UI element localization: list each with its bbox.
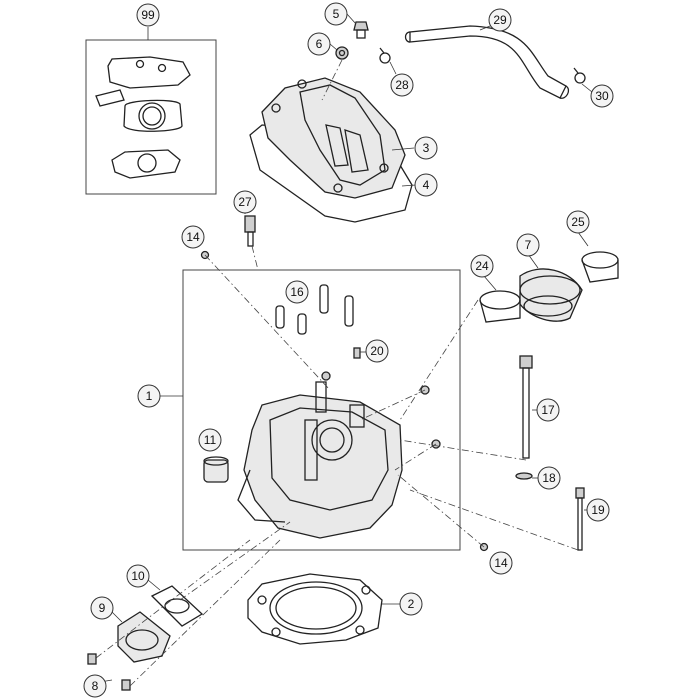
callout-20: 20 [365, 339, 389, 363]
exhaust-flange-group [87, 521, 291, 691]
callout-label-14-bottom: 14 [494, 556, 508, 570]
valve-guides [275, 284, 354, 335]
callout-14-bottom: 14 [489, 551, 513, 575]
callout-6: 6 [307, 32, 331, 56]
callout-label-3: 3 [423, 141, 430, 155]
callout-label-6: 6 [316, 37, 323, 51]
breather-hose-group [379, 21, 593, 99]
callout-label-19: 19 [591, 503, 605, 517]
head-gasket [247, 573, 400, 645]
callout-label-24: 24 [475, 259, 489, 273]
callout-28: 28 [390, 73, 414, 97]
head-bolts [399, 355, 590, 551]
callout-label-17: 17 [541, 403, 555, 417]
callout-label-14-top: 14 [186, 230, 200, 244]
intake-boot-group [399, 231, 619, 421]
callout-label-2: 2 [408, 597, 415, 611]
callout-29: 29 [488, 8, 512, 32]
callout-19: 19 [586, 498, 610, 522]
callout-30: 30 [590, 84, 614, 108]
callout-24: 24 [470, 254, 494, 278]
callout-4: 4 [414, 173, 438, 197]
callout-label-20: 20 [370, 344, 384, 358]
callout-5: 5 [324, 2, 348, 26]
callout-14-top: 14 [181, 225, 205, 249]
cylinder-head-body [237, 371, 403, 539]
gasket-kit-group [85, 27, 217, 195]
callout-99: 99 [136, 3, 160, 27]
callout-label-1: 1 [146, 389, 153, 403]
callout-label-16: 16 [290, 285, 304, 299]
callout-label-18: 18 [542, 471, 556, 485]
callout-label-28: 28 [395, 78, 409, 92]
callout-label-29: 29 [493, 13, 507, 27]
callout-10: 10 [126, 564, 150, 588]
valve-cover [261, 77, 406, 199]
oil-plug-group [321, 13, 369, 101]
callout-8: 8 [83, 674, 107, 698]
callout-label-99: 99 [141, 8, 155, 22]
callout-18: 18 [537, 466, 561, 490]
callout-label-4: 4 [423, 178, 430, 192]
cylinder-head-frame [182, 269, 461, 551]
callout-25: 25 [566, 210, 590, 234]
callout-7: 7 [516, 233, 540, 257]
callout-17: 17 [536, 398, 560, 422]
callout-16: 16 [285, 280, 309, 304]
callout-2: 2 [399, 592, 423, 616]
callout-label-25: 25 [571, 215, 585, 229]
callout-1: 1 [137, 384, 161, 408]
callout-label-30: 30 [595, 89, 609, 103]
callout-label-11: 11 [204, 433, 217, 447]
temperature-sensor [244, 208, 259, 271]
rocker-sleeve [203, 456, 229, 483]
callout-label-27: 27 [238, 195, 252, 209]
callout-label-9: 9 [99, 601, 106, 615]
callout-27: 27 [233, 190, 257, 214]
gasket-kit-frame [85, 39, 217, 195]
callout-label-10: 10 [131, 569, 145, 583]
callout-3: 3 [414, 136, 438, 160]
callout-11: 11 [198, 428, 222, 452]
callout-9: 9 [90, 596, 114, 620]
small-bolts [200, 250, 489, 552]
callout-label-8: 8 [92, 679, 99, 693]
valve-cover-group [249, 77, 417, 223]
callout-label-7: 7 [525, 238, 532, 252]
callout-label-5: 5 [333, 7, 340, 21]
